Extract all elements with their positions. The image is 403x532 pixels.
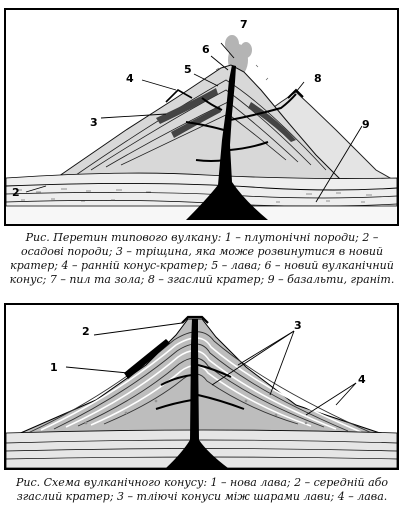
volcano-cross-section-svg: 7 6 5 4 3 8 9 2 1 [6,10,397,224]
volcanic-cone-scheme-svg: 1 2 3 4 [6,305,397,468]
early-cone-crater [165,89,193,103]
label-8: 8 [314,72,322,85]
branches-2 [155,364,245,410]
new-lava [124,339,170,379]
label-7: 7 [240,18,248,31]
label-2-1: 1 [50,361,58,374]
label-6: 6 [202,43,210,56]
label-4: 4 [126,72,134,85]
magma-conduit [186,65,268,220]
label-5: 5 [184,63,192,76]
dark-lava-layers [156,88,296,142]
leader-lines [25,42,363,203]
middle-crater [181,315,209,324]
label-2-3: 3 [294,319,302,332]
label-2-2: 2 [82,325,90,338]
extinct-crater [287,88,304,99]
label-3: 3 [90,116,98,129]
label-1: 1 [228,208,236,221]
central-conduit [166,319,228,468]
cone-speckle [84,399,308,425]
volcano-cross-section-figure: 7 6 5 4 3 8 9 2 1 [4,8,399,226]
volcanic-cone-scheme-figure: 1 2 3 4 [4,303,399,470]
side-cracks [185,93,297,162]
figure1-caption: Рис. Перетин типового вулкану: 1 – плуто… [9,231,395,286]
label-2-4: 4 [358,373,366,386]
ash-specks [210,64,269,96]
figure2-caption: Рис. Схема вулканічного конусу: 1 – нова… [15,476,389,503]
label-9: 9 [362,118,370,131]
sediment-texture [16,188,372,203]
leader-lines-2 [65,322,357,416]
label-2: 2 [12,186,20,199]
